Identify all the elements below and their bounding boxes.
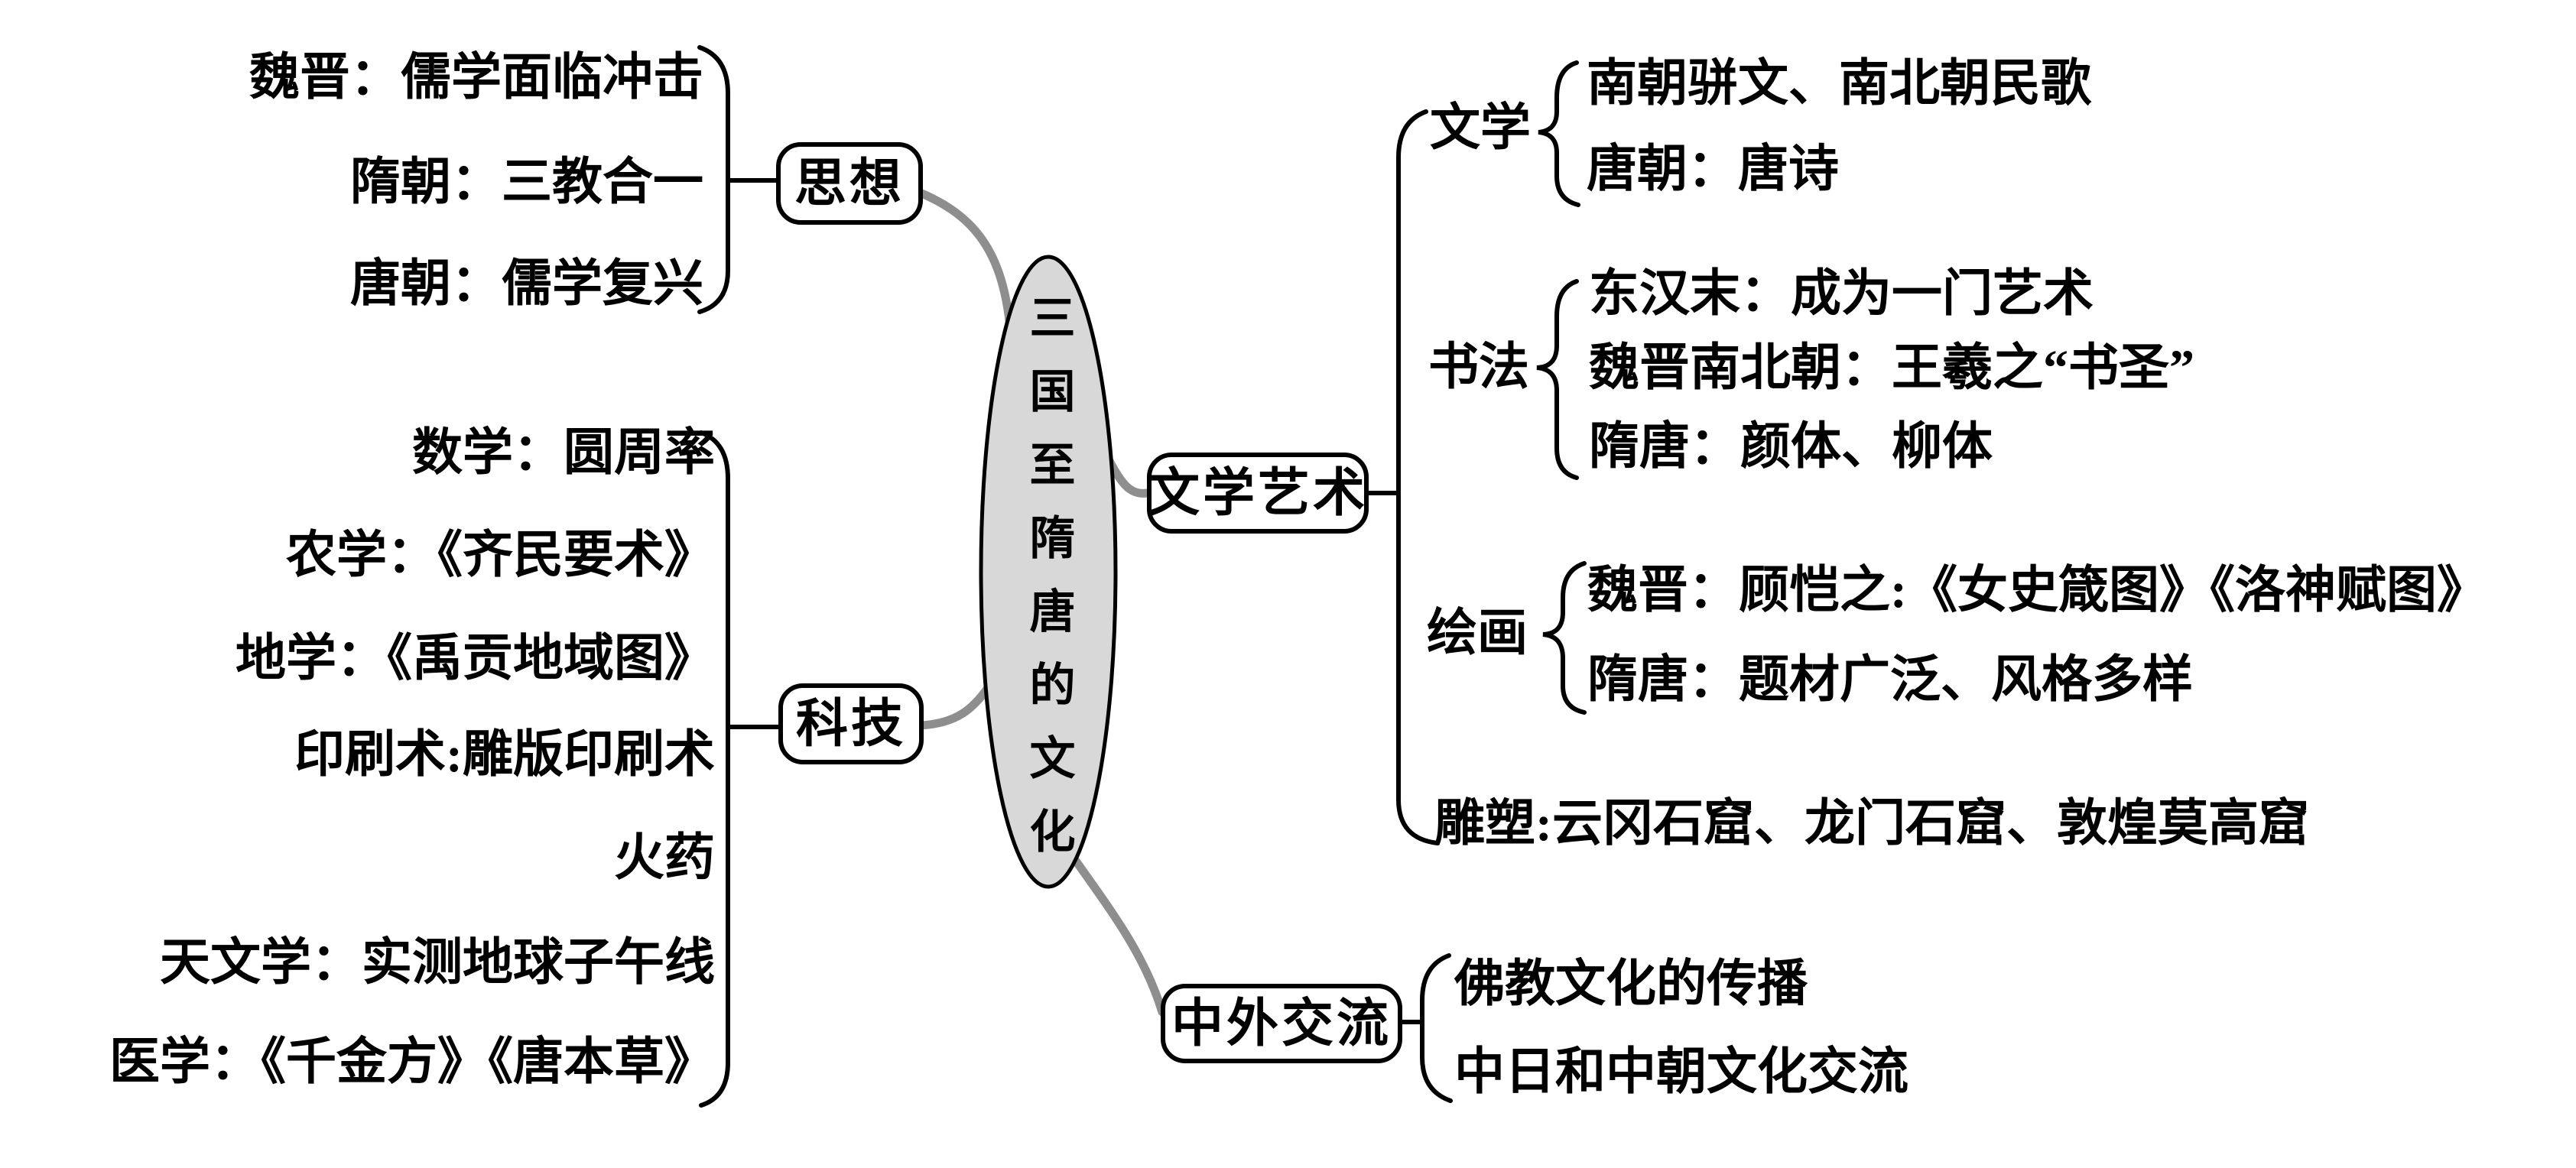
calligraphy-item: 隋唐：颜体、柳体: [1589, 419, 1993, 475]
node-technology: 科技: [778, 683, 924, 764]
thought-item: 唐朝：儒学复兴: [350, 256, 703, 312]
subgroup-literature-label: 文学: [1430, 100, 1531, 156]
center-ellipse: [979, 255, 1118, 889]
exchange-item: 佛教文化的传播: [1454, 956, 1808, 1012]
technology-item: 印刷术:雕版印刷术: [294, 727, 715, 783]
technology-item: 火药: [614, 830, 715, 886]
node-thought: 思想: [776, 142, 923, 225]
brace-exchange-group: [1420, 953, 1453, 1103]
subgroup-calligraphy-label: 书法: [1428, 339, 1529, 395]
node-exchange-label: 中外交流: [1171, 994, 1392, 1053]
technology-item: 天文学：实测地球子午线: [160, 935, 715, 991]
thought-item: 魏晋：儒学面临冲击: [249, 50, 703, 105]
node-literature-art: 文学艺术: [1147, 453, 1369, 534]
brace-calligraphy: [1536, 279, 1579, 480]
node-thought-label: 思想: [794, 154, 905, 213]
technology-item: 农学：《齐民要术》: [286, 527, 715, 583]
brace-literature: [1538, 60, 1580, 207]
brace-tech-group: [699, 430, 730, 1108]
exchange-item: 中日和中朝文化交流: [1454, 1044, 1908, 1100]
node-exchange: 中外交流: [1161, 984, 1402, 1063]
center-topic-label: 三国至隋唐的文化: [1023, 294, 1074, 881]
brace-litart-group: [1396, 109, 1440, 845]
brace-painting: [1542, 561, 1587, 715]
technology-item: 地学：《禹贡地域图》: [236, 631, 715, 686]
curve-thought-to-center: [915, 188, 1015, 332]
technology-item: 数学：圆周率: [412, 425, 715, 481]
node-technology-label: 科技: [795, 695, 906, 753]
technology-item: 医学：《千金方》《唐本草》: [109, 1034, 715, 1090]
calligraphy-item: 魏晋南北朝：王羲之“书圣”: [1589, 340, 2194, 396]
node-literature-art-label: 文学艺术: [1148, 464, 1369, 522]
literature-item: 唐朝：唐诗: [1587, 141, 1839, 197]
sculpture-item: 雕塑:云冈石窟、龙门石窟、敦煌莫高窟: [1434, 796, 2309, 852]
literature-item: 南朝骈文、南北朝民歌: [1587, 56, 2091, 112]
curve-center-to-exchange: [1069, 853, 1167, 1017]
painting-item: 魏晋：顾恺之:《女史箴图》《洛神赋图》: [1587, 563, 2487, 618]
curve-tech-to-center: [917, 681, 994, 730]
subgroup-painting-label: 绘画: [1427, 605, 1528, 661]
thought-item: 隋朝：三教合一: [350, 154, 703, 210]
calligraphy-item: 东汉末：成为一门艺术: [1589, 266, 2094, 322]
painting-item: 隋唐：题材广泛、风格多样: [1587, 652, 2193, 708]
brace-thought-group: [697, 45, 730, 314]
